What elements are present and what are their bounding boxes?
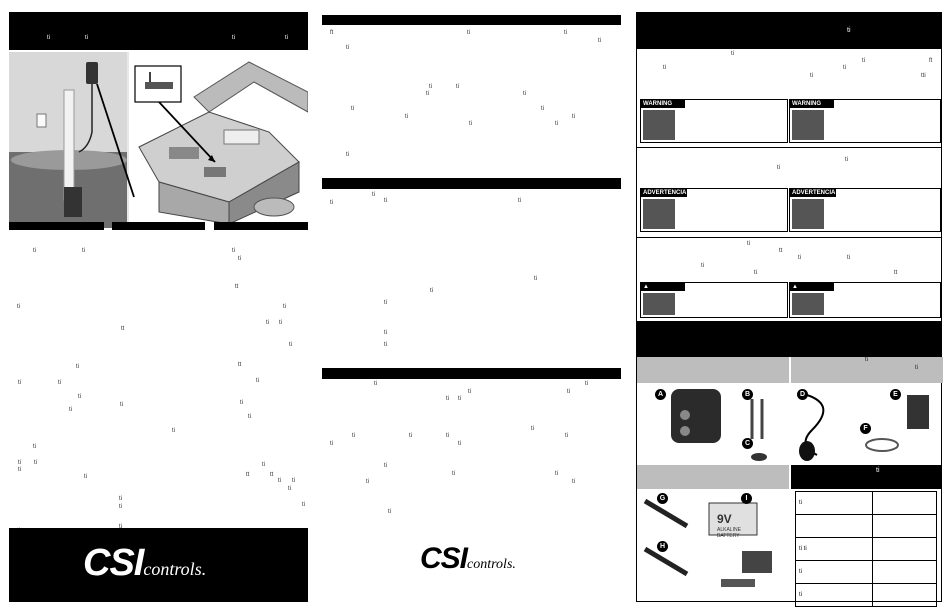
part-label-badge: B xyxy=(742,389,753,400)
tool-label-badge: I xyxy=(741,493,752,504)
csi-logo: CSIcontrols. xyxy=(420,542,516,575)
advertencia-shock-box: ADVERTENCIA xyxy=(640,188,788,232)
subheader-bar xyxy=(214,222,308,230)
safety-text-fr: ti tt ti ti ti ti tt xyxy=(701,241,898,276)
advertencia-label: ADVERTENCIA xyxy=(790,189,836,197)
tools-subheader xyxy=(637,465,789,489)
section-header-bar xyxy=(322,178,621,189)
parts-header-bar xyxy=(637,321,941,357)
warning-fr-shock-box: ▲ xyxy=(640,282,788,318)
warning-label: WARNING xyxy=(790,100,834,108)
sump-photo xyxy=(9,52,127,228)
advertencia-label: ADVERTENCIA xyxy=(641,189,687,197)
section-divider xyxy=(637,147,941,148)
battery-type: BATTERY xyxy=(717,533,740,539)
shock-hazard-icon xyxy=(643,110,675,140)
safety-text-es: ti ti xyxy=(777,157,848,171)
title-text: ti xyxy=(285,35,288,41)
battery-voltage: 9V xyxy=(717,512,732,526)
safety-text-en: ti ti ti ft ti ti tti xyxy=(663,51,933,79)
fire-hazard-icon xyxy=(792,199,824,229)
warning-triangle: ▲ xyxy=(790,283,834,291)
house-cutaway xyxy=(129,52,308,228)
warning-triangle: ▲ xyxy=(641,283,685,291)
warning-label: WARNING xyxy=(641,100,685,108)
router-inset xyxy=(134,65,182,103)
section-3-text: ti ti ti ti ti ti ti ti ti ti ti ti ti t… xyxy=(330,381,588,515)
warning-fr-fire-box: ▲ xyxy=(789,282,941,318)
shock-hazard-icon xyxy=(643,293,675,315)
section-header-bar xyxy=(322,15,621,25)
tool-label-badge: G xyxy=(657,493,668,504)
safety-header-bar: ti xyxy=(637,13,941,49)
title-text: ti xyxy=(85,35,88,41)
section-1-text: ft ti ti ti ti ti ti ti ti ti ti ti ti t… xyxy=(330,30,601,158)
hero-illustration xyxy=(9,52,308,228)
tools-illustration: 9V ALKALINE BATTERY xyxy=(643,498,772,587)
part-label-badge: C xyxy=(742,438,753,449)
warning-fire-box: WARNING xyxy=(789,99,941,143)
advertencia-fire-box: ADVERTENCIA xyxy=(789,188,941,232)
panel-instructions: ft ti ti ti ti ti ti ti ti ti ti ti ti t… xyxy=(322,12,621,602)
tool-label-badge: H xyxy=(657,541,668,552)
parts-illustration xyxy=(671,389,929,461)
panel-cover: ti ti ti ti xyxy=(9,12,308,602)
part-label-badge: A xyxy=(655,389,666,400)
section-divider xyxy=(637,237,941,238)
parts-reference-table: ti ti ti ti ti xyxy=(795,491,937,607)
section-header-bar xyxy=(322,368,621,379)
panel-safety-parts: ti ti ti ti ft ti ti tti WARNING WARNING… xyxy=(636,12,943,607)
shock-hazard-icon xyxy=(643,199,675,229)
battery-type: ALKALINE xyxy=(717,527,742,533)
fire-hazard-icon xyxy=(792,293,824,315)
brand-logo-block: CSIcontrols. xyxy=(9,528,308,602)
body-text-left: ti ti ti tt ti ti ti ti ti ti ti ti ti t… xyxy=(17,248,175,534)
csi-logo: CSIcontrols. xyxy=(83,542,207,584)
parts-subheader xyxy=(637,357,789,383)
part-label-badge: F xyxy=(860,423,871,434)
section-2-text: ti ti ti ti ti ti ti ti ti xyxy=(330,192,537,348)
parts-subheader: ti ti xyxy=(791,357,943,383)
part-label-badge: E xyxy=(890,389,901,400)
body-text-right: ti ti tt ti ti ti ti tt ti ti ti ti tt t… xyxy=(232,248,305,508)
cover-title-bar: ti ti ti ti xyxy=(9,12,308,50)
warning-shock-box: WARNING xyxy=(640,99,788,143)
tools-table-header: ti xyxy=(791,465,941,489)
part-label-badge: D xyxy=(797,389,808,400)
subheader-bar xyxy=(112,222,205,230)
title-text: ti xyxy=(47,35,50,41)
fire-hazard-icon xyxy=(792,110,824,140)
title-text: ti xyxy=(232,35,235,41)
subheader-bar xyxy=(9,222,104,230)
